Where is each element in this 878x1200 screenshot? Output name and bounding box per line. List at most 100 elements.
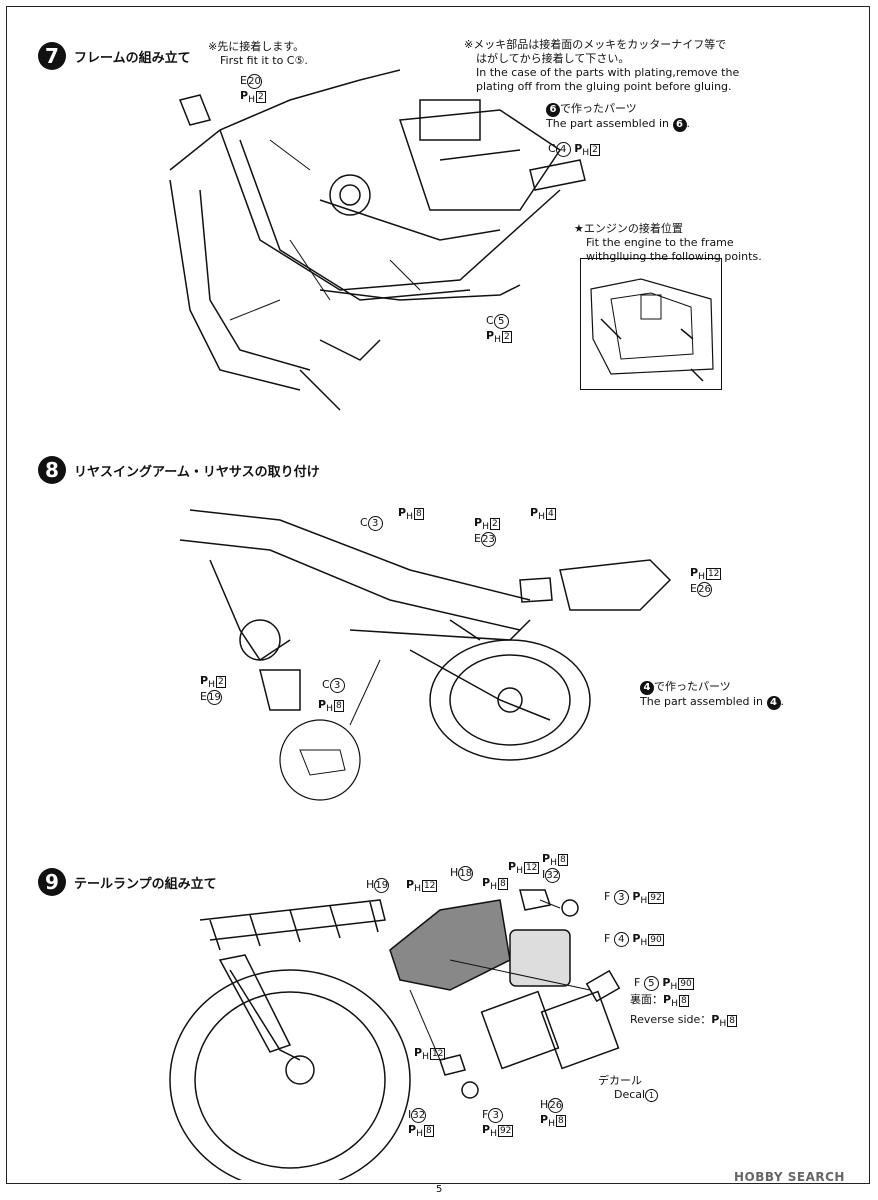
label-c5-ph: P xyxy=(486,329,495,342)
h19-num: 19 xyxy=(374,878,390,893)
label-e20-box: 2 xyxy=(255,91,266,103)
e19-num: 19 xyxy=(206,690,222,706)
e23-letter: E xyxy=(474,532,481,546)
i32-bot-num: 32 xyxy=(411,1108,427,1123)
h18-letter: H xyxy=(450,866,459,879)
decal-en: Decal xyxy=(614,1088,646,1101)
e19-letter: E xyxy=(200,690,207,704)
ph2-e23-sub: H xyxy=(482,521,489,533)
h19-letter: H xyxy=(366,878,375,891)
step9-number: 9 xyxy=(38,868,66,896)
step7-number: 7 xyxy=(38,42,66,70)
f5-sub: H xyxy=(670,981,678,993)
ph92-bot-box: 92 xyxy=(497,1125,514,1137)
ph92-bot-sub: H xyxy=(490,1128,497,1140)
ph8-d-box: 8 xyxy=(555,1115,566,1127)
decal-jp: デカール xyxy=(598,1074,642,1087)
reverse-box-b: 8 xyxy=(727,1015,737,1028)
decal-num: 1 xyxy=(645,1089,659,1102)
i32-top-num: 32 xyxy=(545,868,561,884)
engine-en2: withglluing the following points. xyxy=(586,250,762,263)
f5-ph: P xyxy=(662,976,671,989)
f3-top-box: 92 xyxy=(648,892,664,904)
engine-en1: Fit the engine to the frame xyxy=(586,236,734,249)
ph8-c-sub: H xyxy=(416,1128,423,1140)
label-c4-ph-sub: H xyxy=(582,147,590,159)
f5-letter: F xyxy=(634,976,641,989)
part4-ref-badge: 4 xyxy=(640,681,654,695)
h18-num: 18 xyxy=(458,866,474,881)
step8-title: リヤスイングアーム・リヤサスの取り付け xyxy=(74,464,320,480)
ph8-top-box: 8 xyxy=(413,508,424,520)
ph12-c-ph: P xyxy=(414,1046,423,1059)
plating-note: ※メッキ部品は接着面のメッキをカッターナイフ等で はがしてから接着して下さい。 … xyxy=(464,38,739,94)
part4-ref-badge-en: 4 xyxy=(766,696,781,710)
i32-bot-letter: I xyxy=(408,1108,412,1121)
label-e20-num: 20 xyxy=(246,74,262,89)
ph8-c-box: 8 xyxy=(423,1125,434,1137)
ph8-b-ph: P xyxy=(542,852,551,865)
ph8-b-sub: H xyxy=(550,857,557,869)
h26-letter: H xyxy=(540,1098,549,1111)
label-e20-letter: E xyxy=(240,74,247,87)
s9-h19: H19 xyxy=(366,878,390,893)
ph8-mid-ph: P xyxy=(318,698,327,711)
ph8-a-sub: H xyxy=(490,881,497,893)
ph8-top-ph: P xyxy=(398,506,407,519)
step9-title: テールランプの組み立て xyxy=(74,876,217,892)
label-c4-box: 2 xyxy=(590,144,600,156)
page-number: 5 xyxy=(436,1184,443,1195)
e26-num: 26 xyxy=(696,582,712,598)
ph8-a-box: 8 xyxy=(497,878,508,890)
ph12-b-box: 12 xyxy=(523,862,540,874)
f4-sub: H xyxy=(640,937,648,949)
s9-h18: H18 xyxy=(450,866,474,881)
plating-jp1: ※メッキ部品は接着面のメッキをカッターナイフ等で xyxy=(464,38,727,51)
c3-mid-num: 3 xyxy=(329,678,345,693)
ph8-c-ph: P xyxy=(408,1123,417,1136)
ph2-e19-sub: H xyxy=(208,679,215,691)
f3-top-sub: H xyxy=(640,895,648,907)
part6-ref-badge-en: 6 xyxy=(672,118,687,132)
c3-top-num: 3 xyxy=(367,516,383,531)
ph8-d-sub: H xyxy=(548,1118,555,1130)
label-c5-ph-sub: H xyxy=(494,334,501,346)
f4-box: 90 xyxy=(648,934,664,946)
reverse-box-a: 8 xyxy=(678,995,689,1007)
pre-note-jp: ※先に接着します。 xyxy=(208,40,305,53)
engine-inset-drawing xyxy=(590,278,714,382)
e26-letter: E xyxy=(690,582,697,596)
step8-header: 8 リヤスイングアーム・リヤサスの取り付け xyxy=(38,456,320,484)
part6-en: The part assembled in xyxy=(546,117,670,130)
reverse-ph-b: P xyxy=(711,1013,720,1027)
label-c5-num: 5 xyxy=(493,314,509,329)
f4-num: 4 xyxy=(613,932,629,947)
label-c4-letter: C xyxy=(548,142,556,155)
f3-top-ph: P xyxy=(632,890,641,903)
engine-inset-box xyxy=(580,258,722,390)
part4-jp: で作ったパーツ xyxy=(654,680,731,693)
ph92-bot-ph: P xyxy=(482,1123,491,1136)
ph12-e26-box: 12 xyxy=(705,568,722,580)
ph12-e26-ph: P xyxy=(690,566,699,579)
f3-top-letter: F xyxy=(604,890,611,903)
plating-en2: plating off from the gluing point before… xyxy=(476,80,732,93)
step8-swingarm-drawing xyxy=(179,509,672,801)
